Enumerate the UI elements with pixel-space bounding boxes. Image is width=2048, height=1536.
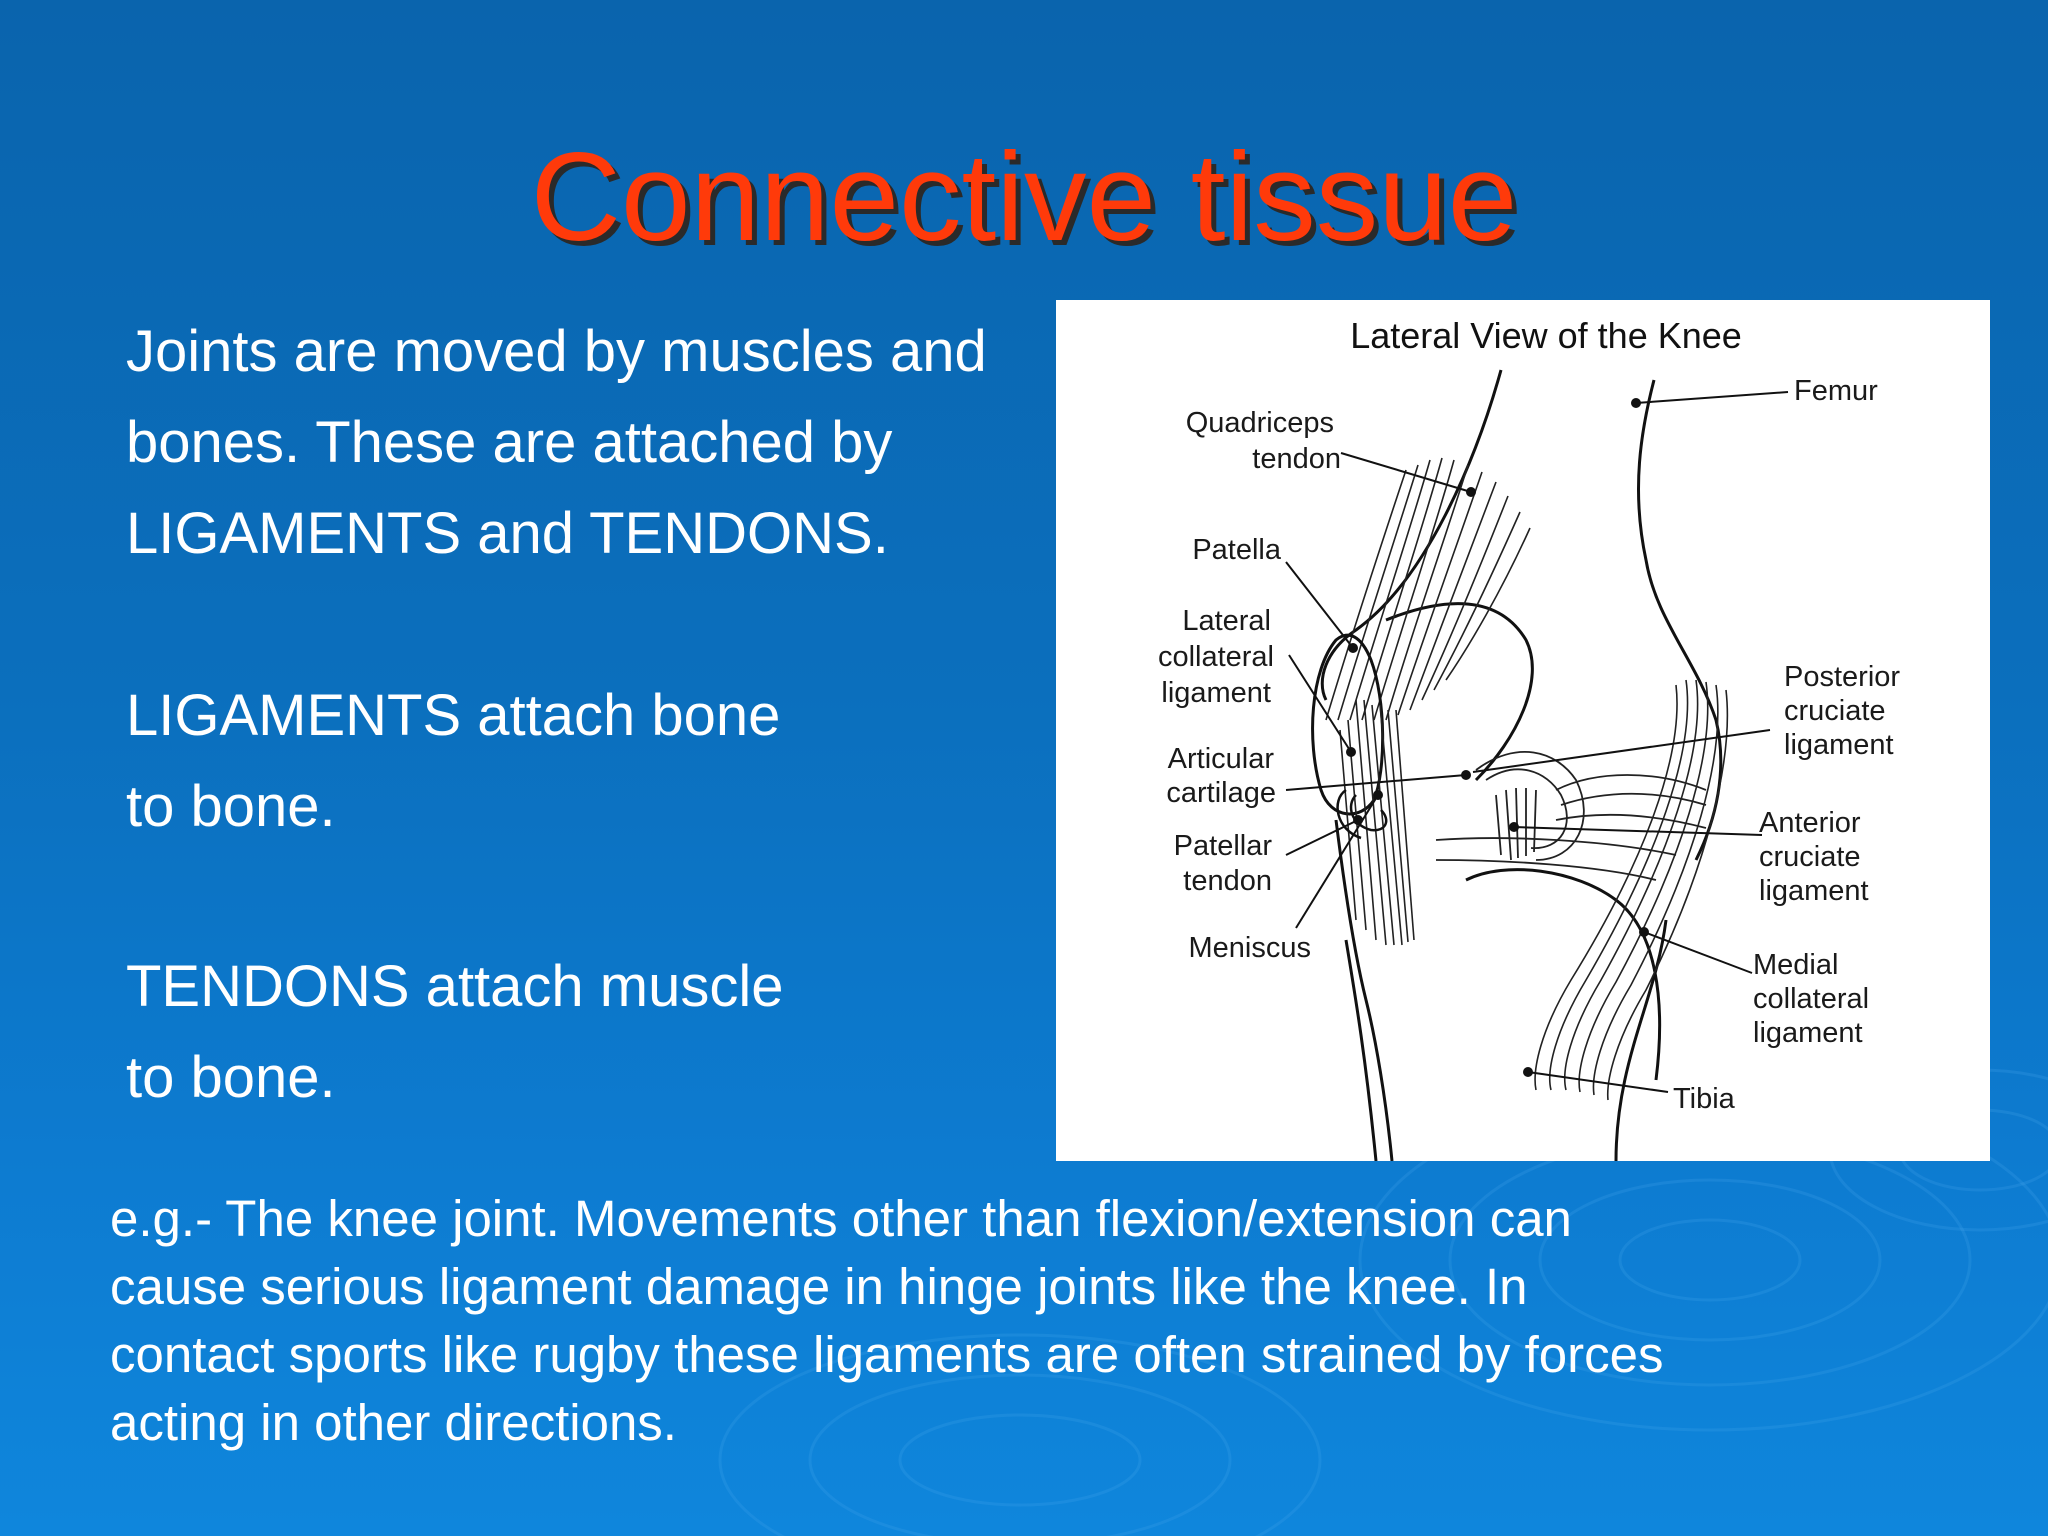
- note-line: contact sports like rugby these ligament…: [110, 1326, 1664, 1383]
- leader-lines: [1285, 391, 1789, 1093]
- medial-collateral-fibers: [1534, 679, 1729, 1101]
- text-line: to bone.: [126, 774, 336, 839]
- label-lateral-collateral-line2: collateral: [1158, 641, 1274, 673]
- label-quadriceps-line1: Quadriceps: [1186, 407, 1334, 439]
- label-articular-line2: cartilage: [1166, 777, 1276, 809]
- example-note: e.g.- The knee joint. Movements other th…: [110, 1185, 1930, 1457]
- paragraph-tendons: TENDONS attach muscle to bone.: [126, 941, 784, 1123]
- text-line: Joints are moved by muscles and: [126, 319, 987, 384]
- label-posterior-line1: Posterior: [1784, 661, 1900, 693]
- label-lateral-collateral-line3: ligament: [1161, 677, 1271, 709]
- label-anterior-line1: Anterior: [1759, 807, 1861, 839]
- label-patella: Patella: [1192, 534, 1282, 566]
- label-anterior-line3: ligament: [1759, 875, 1869, 907]
- text-line: LIGAMENTS and TENDONS.: [126, 501, 889, 566]
- diagram-title: Lateral View of the Knee: [1350, 315, 1742, 356]
- label-quadriceps-line2: tendon: [1252, 443, 1341, 475]
- knee-diagram: Lateral View of the Knee: [1056, 300, 1990, 1161]
- text-line: bones. These are attached by: [126, 410, 893, 475]
- label-posterior-line2: cruciate: [1784, 695, 1886, 727]
- label-patellar-tendon-line2: tendon: [1183, 865, 1272, 897]
- text-line: TENDONS attach muscle: [126, 954, 784, 1019]
- note-line: cause serious ligament damage in hinge j…: [110, 1258, 1528, 1315]
- text-line: to bone.: [126, 1045, 336, 1110]
- knee-diagram-svg: Lateral View of the Knee: [1158, 315, 1900, 1161]
- label-anterior-line2: cruciate: [1759, 841, 1861, 873]
- label-posterior-line3: ligament: [1784, 729, 1894, 761]
- label-medial-line3: ligament: [1753, 1017, 1863, 1049]
- paragraph-joints: Joints are moved by muscles and bones. T…: [126, 306, 987, 579]
- slide-title: Connective tissue: [530, 128, 1518, 267]
- note-line: acting in other directions.: [110, 1394, 677, 1451]
- label-patellar-tendon-line1: Patellar: [1174, 830, 1273, 862]
- label-meniscus: Meniscus: [1189, 932, 1312, 964]
- label-femur: Femur: [1794, 375, 1878, 407]
- text-line: LIGAMENTS attach bone: [126, 683, 781, 748]
- quadriceps-tendon-fibers: [1325, 457, 1531, 721]
- cruciate-ligaments: [1435, 750, 1707, 881]
- label-medial-line1: Medial: [1753, 949, 1838, 981]
- note-line: e.g.- The knee joint. Movements other th…: [110, 1190, 1572, 1247]
- label-medial-line2: collateral: [1753, 983, 1869, 1015]
- label-lateral-collateral-line1: Lateral: [1182, 605, 1271, 637]
- paragraph-ligaments: LIGAMENTS attach bone to bone.: [126, 670, 780, 852]
- label-tibia: Tibia: [1673, 1083, 1736, 1115]
- label-articular-line1: Articular: [1168, 743, 1275, 775]
- tibia-outline: [1334, 819, 1668, 1161]
- meniscus-shape: [1336, 788, 1388, 840]
- label-dots: [1346, 398, 1649, 1077]
